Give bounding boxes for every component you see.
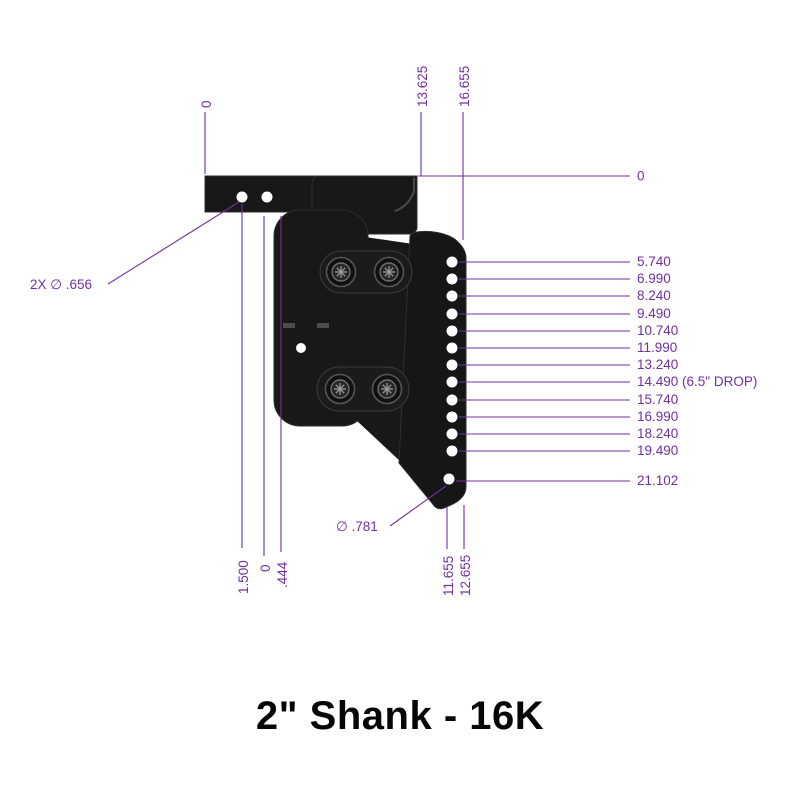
dimension-label-right-0: 5.740 [637,254,671,269]
plate-hole [443,473,455,485]
dimension-label-right-3: 9.490 [637,306,671,321]
bolt-icon [371,373,403,405]
dimension-label-right-5: 11.990 [637,340,677,355]
dimension-label-bottom-1500: 1.500 [236,560,251,594]
dimension-label-right-2: 8.240 [637,288,671,303]
dimension-label-top-13625: 13.625 [415,66,430,107]
part-drawing [204,175,467,510]
bolt-icon [324,373,356,405]
plate-hole [446,256,458,268]
head-notch [394,178,415,212]
callout-label-shank-holes: 2X ∅ .656 [30,277,92,292]
dimension-label-right-12: 21.102 [637,473,678,488]
dimension-label-bottom-444: .444 [275,561,290,588]
dimension-label-right-6: 13.240 [637,357,678,372]
shank-hole [236,191,248,203]
dimension-label-right-7: 14.490 (6.5" DROP) [637,374,757,389]
dimension-label-bottom-zero: 0 [258,564,273,572]
plate-hole [446,411,458,423]
body-hole [296,343,306,353]
dimension-label-top-0: 0 [199,100,214,108]
dimension-label-bottom-12655: 12.655 [458,555,473,596]
dimension-label-right-10: 18.240 [637,426,678,441]
plate-hole [446,359,458,371]
drop-plate [398,230,467,510]
body-slot [317,323,329,328]
dimension-label-right-11: 19.490 [637,443,678,458]
plate-hole [446,445,458,457]
plate-hole [446,342,458,354]
dimension-label-right-4: 10.740 [637,323,678,338]
plate-hole [446,394,458,406]
body-slot [283,323,295,328]
bolt-icon [325,256,357,288]
dimension-label-top-16655: 16.655 [457,66,472,107]
dimension-annotations: 0 13.625 16.655 0 5.740 6.990 8.240 9.49… [30,66,757,596]
dimension-label-right-8: 15.740 [637,392,678,407]
bolt-icon [373,256,405,288]
plate-hole [446,308,458,320]
plate-hole [446,290,458,302]
callout-label-plate-hole: ∅ .781 [336,519,378,534]
plate-hole [446,376,458,388]
leader-line [107,201,240,285]
plate-hole [446,273,458,285]
dimension-label-bottom-11655: 11.655 [441,556,456,596]
dimension-label-right-1: 6.990 [637,271,671,286]
leader-line [389,485,447,527]
dimension-label-right-zero: 0 [637,169,645,184]
plate-hole [446,428,458,440]
plate-hole [446,325,458,337]
shank-hole [261,191,273,203]
dimension-label-right-9: 16.990 [637,409,678,424]
drawing-title: 2" Shank - 16K [256,694,544,738]
